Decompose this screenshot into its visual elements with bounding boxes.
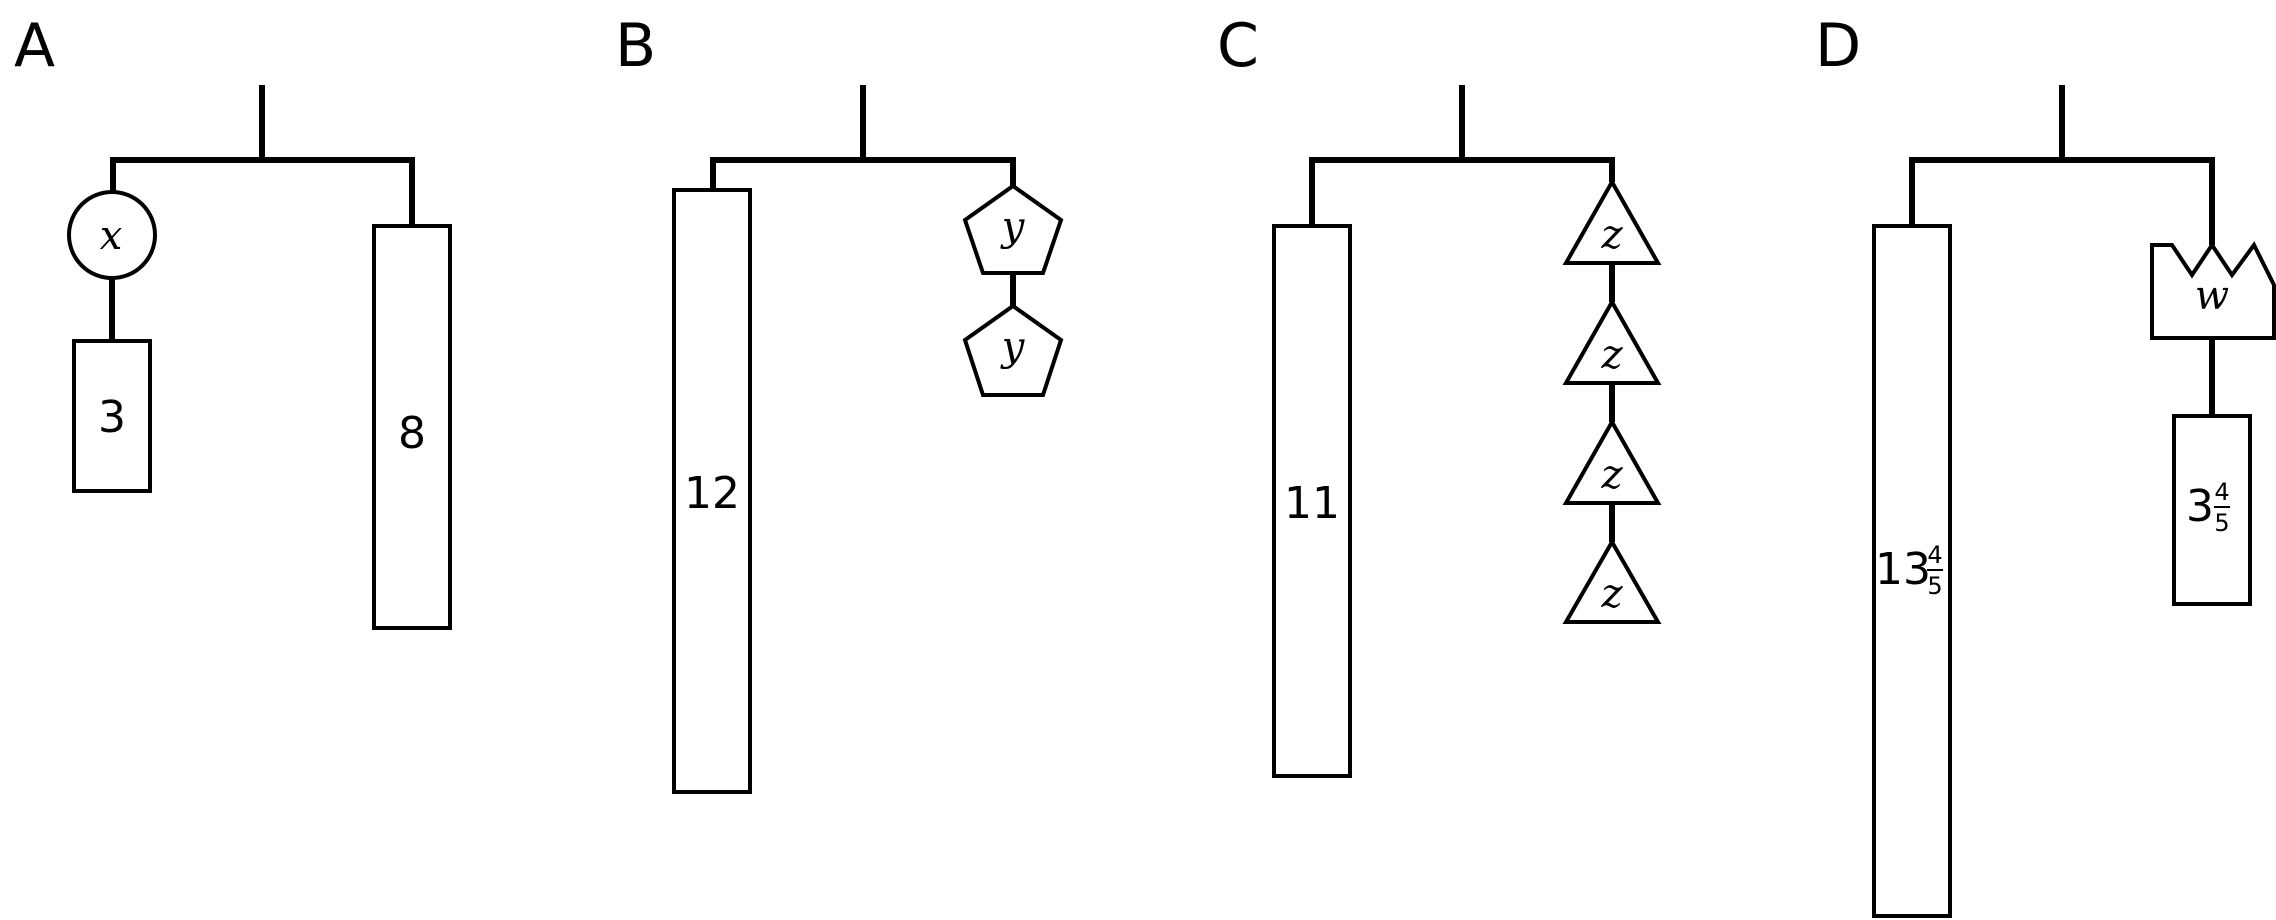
mixed-number: 13 4 5 <box>1875 541 1943 600</box>
variable-label: x <box>100 213 123 259</box>
hanger-d: D 13 4 5 w 3 4 5 <box>1815 11 2276 918</box>
circle-weight <box>67 190 157 280</box>
triangle-weight <box>1562 177 1662 265</box>
mixed-number: 3 4 5 <box>2186 478 2230 537</box>
variable-label: z <box>1600 212 1623 258</box>
fraction-numerator: 4 <box>1927 541 1942 569</box>
pentagon-weight <box>962 303 1064 397</box>
weight-value: 3 <box>98 392 126 443</box>
variable-label: y <box>1000 324 1026 370</box>
weight-value: 12 <box>684 468 740 519</box>
weight-value: 11 <box>1284 478 1340 529</box>
rectangle-weight <box>372 224 452 630</box>
variable-label: y <box>1000 204 1026 250</box>
hanger-label: D <box>1815 11 1861 81</box>
variable-label: z <box>1600 571 1623 617</box>
hanger-b: B 12 y y <box>615 11 1064 794</box>
hanger-label: A <box>14 11 55 81</box>
hanger-c: C 11 z z z z <box>1217 11 1662 778</box>
pentagon-weight <box>962 183 1064 275</box>
weight-value: 8 <box>398 408 426 459</box>
rectangle-weight <box>2172 414 2252 606</box>
rectangle-weight <box>1272 224 1352 778</box>
variable-label: z <box>1600 452 1623 498</box>
rectangle-weight <box>672 188 752 794</box>
variable-label: w <box>2195 273 2229 319</box>
triangle-weight <box>1562 297 1662 385</box>
hanger-a: A x 3 8 <box>14 11 452 630</box>
fraction-denominator: 5 <box>2214 509 2229 537</box>
fraction-denominator: 5 <box>1927 572 1942 600</box>
crown-weight <box>2150 241 2276 340</box>
triangle-weight <box>1562 537 1662 624</box>
rectangle-weight <box>72 339 152 493</box>
triangle-weight <box>1562 417 1662 505</box>
hanger-label: C <box>1217 11 1259 81</box>
variable-label: z <box>1600 332 1623 378</box>
fraction-numerator: 4 <box>2214 478 2229 506</box>
weight-value-whole: 13 <box>1875 544 1931 595</box>
weight-value-whole: 3 <box>2186 481 2214 532</box>
hanger-label: B <box>615 11 656 81</box>
